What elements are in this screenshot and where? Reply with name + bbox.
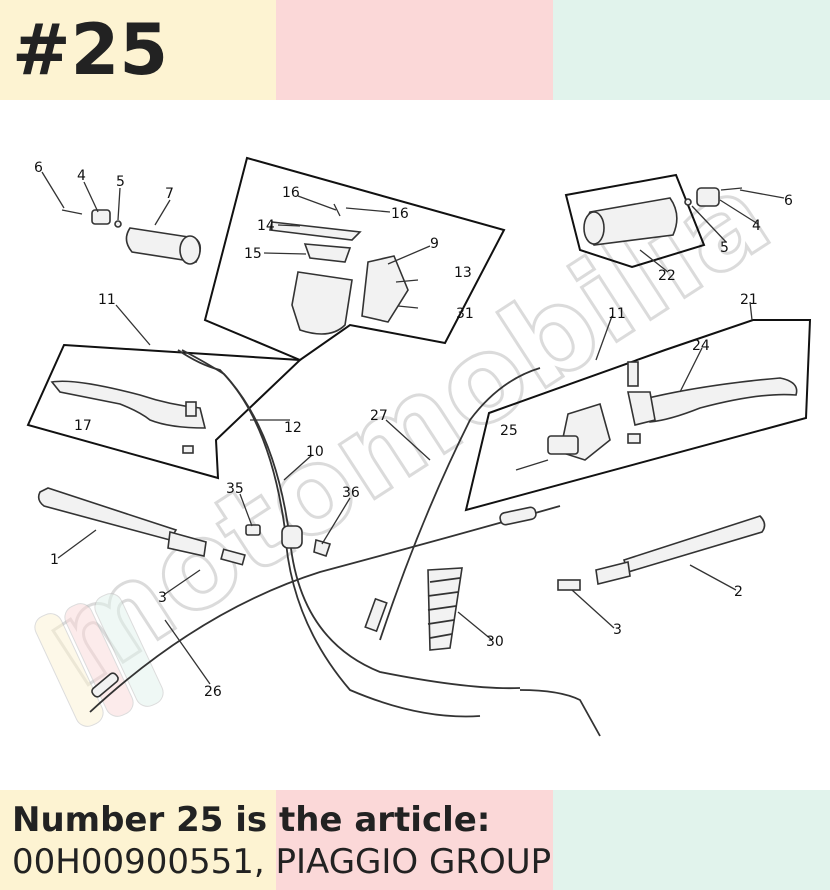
item-number-title: #25	[12, 9, 169, 91]
right-grip-assembly	[583, 187, 743, 246]
left-grip-assembly	[61, 209, 202, 265]
spiral-cable-sleeve	[427, 567, 463, 651]
inset-box-left-lever	[26, 343, 303, 480]
callout-10: 10	[306, 444, 324, 460]
callout-3-right: 3	[613, 622, 622, 638]
left-lever	[50, 380, 207, 454]
callout-27: 27	[370, 408, 388, 424]
band-segment-mint	[553, 0, 830, 100]
caption-article: 00H00900551, PIAGGIO GROUP	[12, 842, 551, 882]
band-segment-pink	[276, 790, 553, 890]
callout-36: 36	[342, 485, 360, 501]
inset-box-right-controls	[464, 319, 812, 512]
callout-25: 25	[500, 423, 518, 439]
callout-5-left: 5	[116, 174, 125, 190]
callout-30: 30	[486, 634, 504, 650]
callout-3-left: 3	[158, 590, 167, 606]
callout-14: 14	[257, 218, 275, 234]
callout-6-left: 6	[34, 160, 43, 176]
callout-16-b: 16	[391, 206, 409, 222]
callout-17: 17	[74, 418, 92, 434]
footer-band	[0, 790, 830, 890]
article-part-number: 00H00900551	[12, 842, 254, 882]
left-handlebar	[37, 487, 246, 566]
article-manufacturer: , PIAGGIO GROUP	[253, 842, 552, 882]
callout-16-a: 16	[282, 185, 300, 201]
master-cylinder-parts	[269, 203, 419, 335]
band-segment-yellow	[0, 0, 276, 100]
callout-11-left: 11	[98, 292, 116, 308]
band-segment-pink	[276, 0, 553, 100]
callout-21: 21	[740, 292, 758, 308]
control-cables	[89, 349, 601, 737]
small-clips	[245, 524, 332, 558]
right-handlebar	[557, 515, 766, 591]
header-band	[0, 0, 830, 100]
callout-15: 15	[244, 246, 262, 262]
callout-6-right: 6	[784, 193, 793, 209]
inset-box-right-grip	[564, 173, 706, 269]
callout-4-right: 4	[752, 218, 761, 234]
inset-box-master-cylinder	[203, 156, 506, 362]
exploded-parts-diagram: motomobilia	[19, 144, 812, 737]
callout-13: 13	[454, 265, 472, 281]
right-controls-parts	[515, 361, 798, 471]
callout-24: 24	[692, 338, 710, 354]
callout-35: 35	[226, 481, 244, 497]
callout-11-right: 11	[608, 306, 626, 322]
callout-7: 7	[165, 186, 174, 202]
callout-5-right: 5	[720, 240, 729, 256]
callout-9: 9	[430, 236, 439, 252]
callout-26: 26	[204, 684, 222, 700]
callout-2: 2	[734, 584, 743, 600]
leader-lines	[41, 171, 785, 685]
callout-1: 1	[50, 552, 59, 568]
callout-31: 31	[456, 306, 474, 322]
callout-12: 12	[284, 420, 302, 436]
caption-heading: Number 25 is the article:	[12, 800, 491, 840]
band-segment-yellow	[0, 790, 276, 890]
callout-labels: 6 4 5 7 16 16 14 15 9 13 31 11 17 12 10 …	[34, 160, 793, 700]
callout-22: 22	[658, 268, 676, 284]
callout-4-left: 4	[77, 168, 86, 184]
band-segment-mint	[553, 790, 830, 890]
